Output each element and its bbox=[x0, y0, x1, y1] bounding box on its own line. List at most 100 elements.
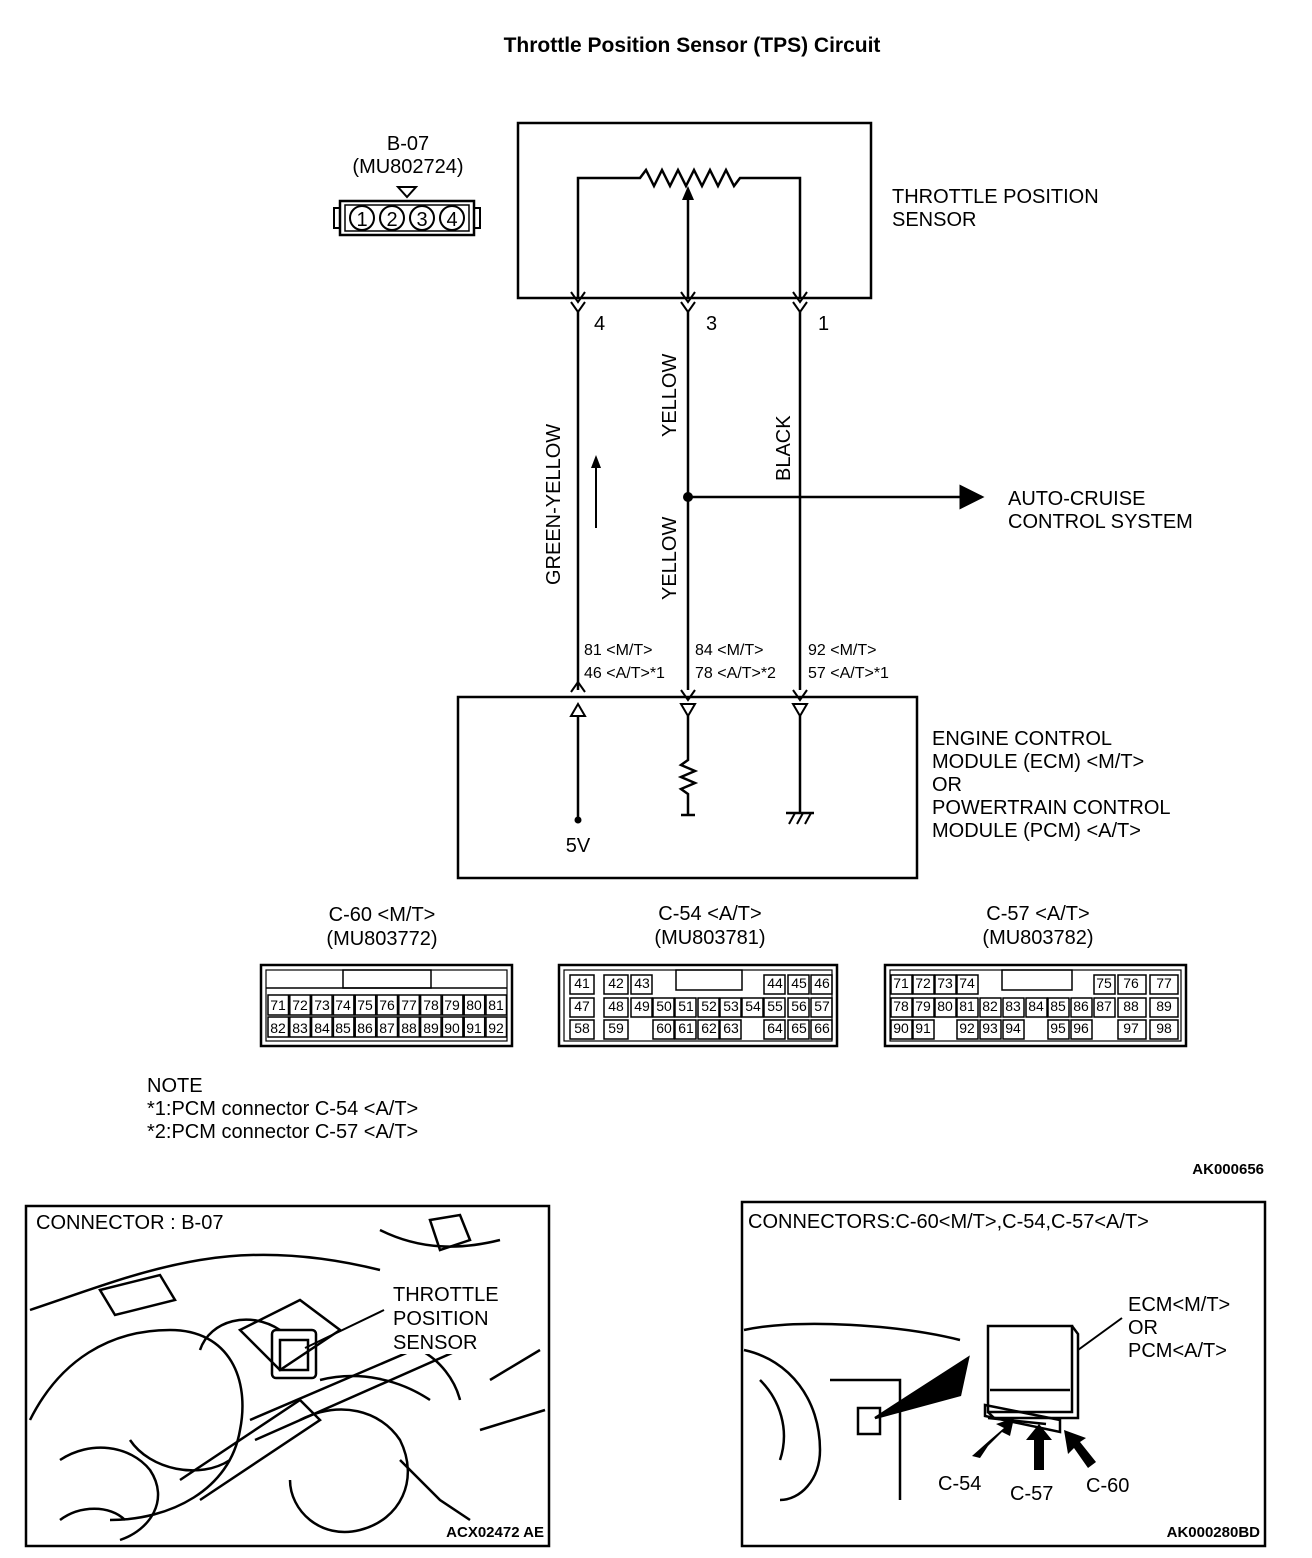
c57-pin: 88 bbox=[1123, 998, 1139, 1014]
c57-pin: 80 bbox=[937, 998, 953, 1014]
photo-code: AK000280BD bbox=[1167, 1524, 1261, 1541]
connector-cavity bbox=[956, 974, 979, 995]
pin-label-1: 1 bbox=[818, 313, 829, 335]
connector-cavity bbox=[485, 994, 508, 1016]
connector-cavity bbox=[1093, 997, 1116, 1018]
ecm-label: POWERTRAIN CONTROL bbox=[932, 797, 1171, 819]
connector-cavity bbox=[398, 994, 421, 1016]
connector-cavity bbox=[354, 994, 377, 1016]
photo-panel-b07: CONNECTOR : B-07 THROTTLE POSITION SENSO… bbox=[24, 1204, 551, 1548]
connector-cavity bbox=[354, 1016, 377, 1038]
c60-pin: 82 bbox=[270, 1020, 286, 1036]
c57-pin: 96 bbox=[1073, 1020, 1089, 1036]
c54-pin: 63 bbox=[723, 1020, 739, 1036]
c54-pin: 58 bbox=[574, 1020, 590, 1036]
connector-cavity bbox=[485, 1016, 508, 1038]
pin-label-4: 4 bbox=[594, 313, 605, 335]
note-line: *1:PCM connector C-54 <A/T> bbox=[147, 1098, 418, 1120]
connector-cavity bbox=[787, 974, 810, 995]
c54-pin: 65 bbox=[791, 1020, 807, 1036]
callout-label: ECM<M/T> bbox=[1128, 1294, 1230, 1316]
c60-pin: 74 bbox=[335, 997, 351, 1013]
connector-b07-pins: 1 2 3 4 bbox=[349, 205, 465, 231]
connector-cavity bbox=[630, 997, 653, 1018]
connector-cavity bbox=[912, 997, 935, 1018]
b07-pin: 4 bbox=[446, 209, 457, 231]
c57-pin: 74 bbox=[959, 975, 975, 991]
connector-b07-id: B-07 bbox=[387, 133, 429, 155]
c57-pin: 77 bbox=[1156, 975, 1172, 991]
c60-pin: 78 bbox=[423, 997, 439, 1013]
connector-cavity bbox=[310, 1016, 333, 1038]
c57-pin: 81 bbox=[959, 998, 975, 1014]
c60-pin: 84 bbox=[314, 1020, 330, 1036]
supply-voltage-label: 5V bbox=[566, 835, 591, 857]
ecm-label: MODULE (ECM) <M/T> bbox=[932, 751, 1144, 773]
ecm-terminal-label: 81 <M/T> bbox=[584, 642, 652, 659]
c57-pin: 91 bbox=[915, 1020, 931, 1036]
c54-pin: 47 bbox=[574, 998, 590, 1014]
c54-pin: 66 bbox=[814, 1020, 830, 1036]
connector-label: C-60 bbox=[1086, 1475, 1129, 1497]
c57-pin: 78 bbox=[893, 998, 909, 1014]
connector-cavity bbox=[1093, 974, 1116, 995]
c57-pin: 90 bbox=[893, 1020, 909, 1036]
c57-pin: 71 bbox=[893, 975, 909, 991]
connector-cavity bbox=[603, 997, 629, 1018]
connector-cavity bbox=[763, 974, 786, 995]
c54-pin: 54 bbox=[745, 998, 761, 1014]
c54-pin: 59 bbox=[608, 1020, 624, 1036]
connector-cavity bbox=[289, 994, 312, 1016]
callout-label: THROTTLE bbox=[393, 1284, 499, 1306]
wire-color-label: BLACK bbox=[773, 415, 795, 481]
c60-pin: 85 bbox=[335, 1020, 351, 1036]
c60-pin: 76 bbox=[379, 997, 395, 1013]
c57-pin: 94 bbox=[1005, 1020, 1021, 1036]
c60-pin: 80 bbox=[466, 997, 482, 1013]
c60-pin: 90 bbox=[444, 1020, 460, 1036]
connector-cavity bbox=[398, 1016, 421, 1038]
note-line: *2:PCM connector C-57 <A/T> bbox=[147, 1121, 418, 1143]
note-heading: NOTE bbox=[147, 1075, 203, 1097]
connector-cavity bbox=[890, 997, 913, 1018]
c60-pin: 87 bbox=[379, 1020, 395, 1036]
connector-cavity bbox=[763, 997, 786, 1018]
sensor-label: SENSOR bbox=[892, 209, 976, 231]
pin-label-3: 3 bbox=[706, 313, 717, 335]
c60-pin: 75 bbox=[357, 997, 373, 1013]
c54-pin: 42 bbox=[608, 975, 624, 991]
diagram-title: Throttle Position Sensor (TPS) Circuit bbox=[504, 34, 881, 57]
connector-cavity bbox=[1002, 1019, 1025, 1040]
connector-cavity bbox=[463, 994, 486, 1016]
c57-pin: 86 bbox=[1073, 998, 1089, 1014]
figure-code: AK000656 bbox=[1192, 1161, 1264, 1178]
connector-cavity bbox=[890, 974, 913, 995]
ecm-terminal-label: 57 <A/T>*1 bbox=[808, 665, 889, 682]
c60-pin-row-2: 82 83 84 85 86 87 88 89 90 91 92 bbox=[270, 1020, 504, 1036]
c57-pin: 79 bbox=[915, 998, 931, 1014]
connector-cavity bbox=[890, 1019, 913, 1040]
c54-title: C-54 <A/T> bbox=[658, 903, 761, 925]
ecm-terminal-label: 84 <M/T> bbox=[695, 642, 763, 659]
connector-b07: B-07 (MU802724) 1 2 3 4 bbox=[333, 133, 481, 237]
ecm-module: 5V ENGINE CONTROL MODULE (ECM) <M/T> OR … bbox=[456, 680, 1171, 880]
c54-pin: 50 bbox=[656, 998, 672, 1014]
connector-cavity bbox=[763, 1019, 786, 1040]
pulldown-resistor-icon bbox=[677, 716, 699, 815]
ecm-label: ENGINE CONTROL bbox=[932, 728, 1112, 750]
connector-cavity bbox=[603, 1019, 629, 1040]
c57-pin: 83 bbox=[1005, 998, 1021, 1014]
connector-cavity bbox=[787, 997, 810, 1018]
sensor-label: THROTTLE POSITION bbox=[892, 186, 1099, 208]
connector-cavity bbox=[1149, 1019, 1179, 1040]
connector-cavity bbox=[1149, 974, 1179, 995]
ecm-terminal-label: 46 <A/T>*1 bbox=[584, 665, 665, 682]
connector-cavity bbox=[267, 1016, 290, 1038]
connector-b07-part: (MU802724) bbox=[352, 156, 463, 178]
connector-cavity bbox=[810, 974, 833, 995]
connector-cavity bbox=[719, 1019, 742, 1040]
connector-cavity bbox=[1117, 974, 1147, 995]
c54-pin: 61 bbox=[678, 1020, 694, 1036]
connector-cavity bbox=[419, 1016, 442, 1038]
